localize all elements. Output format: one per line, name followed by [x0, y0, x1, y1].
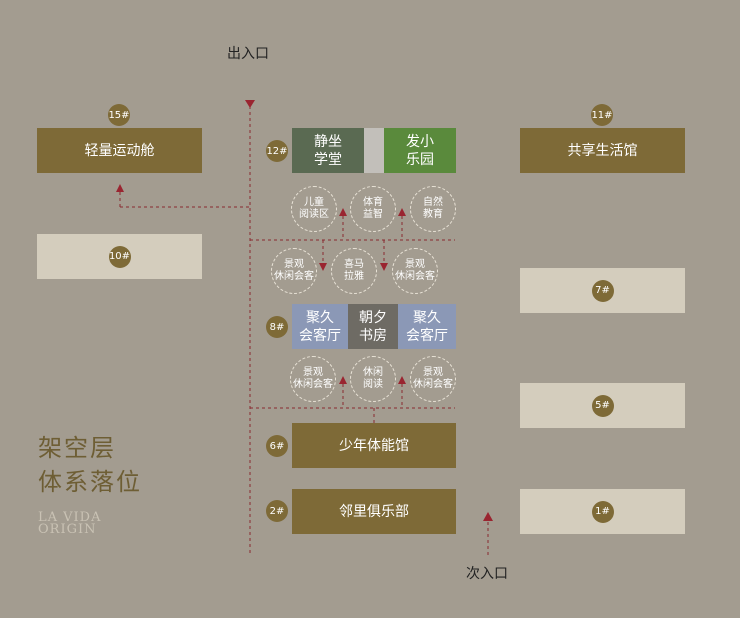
building-2-number: 2# [266, 500, 288, 522]
building-6-label: 少年体能馆 [339, 437, 409, 454]
building-11-shared-life-hall[interactable]: 共享生活馆 [520, 128, 685, 173]
zone-landscape-lounge-left[interactable]: 景观 休闲会客 [271, 248, 317, 294]
diagram-title-line1: 架空层 [38, 434, 116, 462]
zone-nature-education[interactable]: 自然 教育 [410, 186, 456, 232]
building-15-light-gym[interactable]: 轻量运动舱 [37, 128, 202, 173]
secondary-entrance-label: 次入口 [466, 566, 508, 582]
building-11-label: 共享生活馆 [567, 142, 638, 159]
building-6-number: 6# [266, 435, 288, 457]
main-entrance-label: 出入口 [227, 46, 269, 62]
building-2-neighborhood-club[interactable]: 邻里俱乐部 [292, 489, 456, 534]
building-8-lounge-right[interactable]: 聚久 会客厅 [398, 304, 456, 349]
zone-leisure-reading[interactable]: 休闲 阅读 [350, 356, 396, 402]
building-12-number: 12# [266, 140, 288, 162]
building-7-number: 7# [591, 279, 614, 302]
building-1-block[interactable]: 1# [520, 489, 685, 534]
building-5-number: 5# [591, 394, 614, 417]
building-15-label: 轻量运动舱 [84, 142, 155, 159]
building-2-label: 邻里俱乐部 [339, 503, 409, 520]
building-8-lounge-left[interactable]: 聚久 会客厅 [292, 304, 348, 349]
building-8-number: 8# [266, 316, 288, 338]
zone-landscape-lounge-right[interactable]: 景观 休闲会客 [392, 248, 438, 294]
building-12-meditation-hall[interactable]: 静坐 学堂 [292, 128, 364, 173]
building-1-number: 1# [591, 500, 614, 523]
brand-logo-line1: LA VIDA [38, 510, 102, 525]
zone-landscape-lounge-3-right[interactable]: 景观 休闲会客 [410, 356, 456, 402]
building-12-childhood-park[interactable]: 发小 乐园 [384, 128, 456, 173]
building-11-number: 11# [591, 104, 613, 126]
building-8-study-room[interactable]: 朝夕 书房 [348, 304, 398, 349]
brand-logo-line2: ORIGIN [38, 522, 97, 537]
zone-himalaya[interactable]: 喜马 拉雅 [331, 248, 377, 294]
zone-sports-puzzle[interactable]: 体育 益智 [350, 186, 396, 232]
zone-children-reading[interactable]: 儿童 阅读区 [291, 186, 337, 232]
building-10-block[interactable]: 10# [37, 234, 202, 279]
zone-landscape-lounge-3-left[interactable]: 景观 休闲会客 [290, 356, 336, 402]
diagram-title-line2: 体系落位 [38, 468, 142, 496]
building-15-number: 15# [108, 104, 130, 126]
building-10-number: 10# [108, 245, 131, 268]
building-5-block[interactable]: 5# [520, 383, 685, 428]
building-6-youth-fitness-hall[interactable]: 少年体能馆 [292, 423, 456, 468]
building-7-block[interactable]: 7# [520, 268, 685, 313]
building-12-spacer [364, 128, 384, 173]
